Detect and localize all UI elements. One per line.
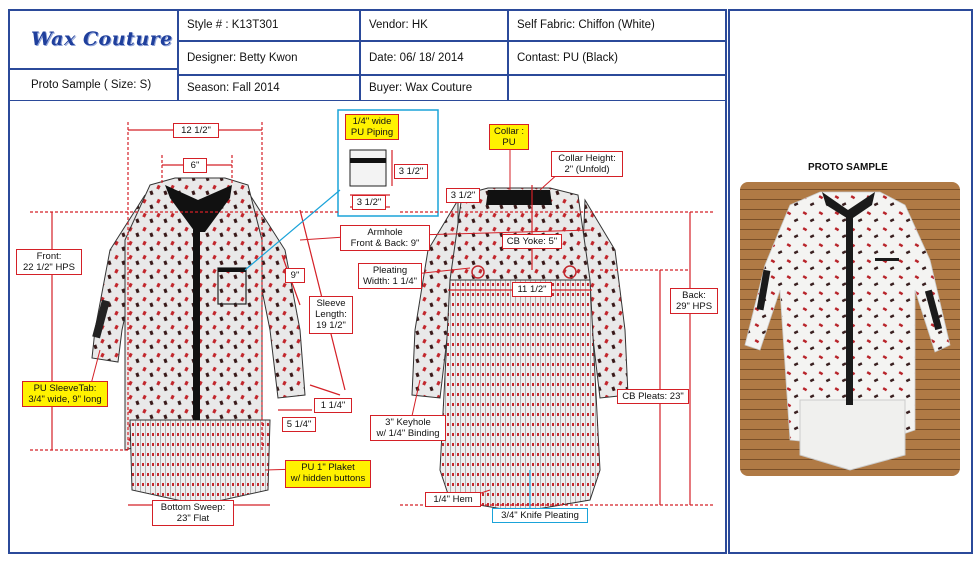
pleating-width-callout: Pleating Width: 1 1/4" bbox=[358, 263, 422, 289]
front-length-callout: Front: 22 1/2" HPS bbox=[16, 249, 82, 275]
cb-yoke-callout: CB Yoke: 5" bbox=[502, 234, 562, 249]
designer: Designer: Betty Kwon bbox=[178, 41, 360, 75]
front-pleat-panel bbox=[129, 419, 271, 506]
sleeve-tab bbox=[92, 299, 110, 339]
shoulder-callout: 3 1/2" bbox=[446, 188, 480, 203]
placket-callout: PU 1" Plaket w/ hidden buttons bbox=[285, 460, 371, 488]
armhole-callout: Armhole Front & Back: 9" bbox=[340, 225, 430, 251]
bottom-sweep-callout: Bottom Sweep: 23" Flat bbox=[152, 500, 234, 526]
back-sketch bbox=[411, 187, 629, 513]
self-fabric: Self Fabric: Chiffon (White) bbox=[508, 9, 727, 41]
proto-sample-size: Proto Sample ( Size: S) bbox=[8, 69, 178, 101]
back-width-callout: 11 1/2" bbox=[512, 282, 552, 297]
contrast-fabric: Contast: PU (Black) bbox=[508, 41, 727, 75]
knife-pleating-callout: 3/4" Knife Pleating bbox=[492, 508, 588, 523]
collar-callout: Collar : PU bbox=[489, 124, 529, 150]
piping-callout: 1/4" wide PU Piping bbox=[345, 114, 399, 140]
brand-logo: Wax Couture bbox=[8, 9, 178, 69]
piping-side-dim: 3 1/2" bbox=[394, 164, 428, 179]
tech-sheet-frame bbox=[8, 9, 727, 554]
front-neck-callout: 6" bbox=[183, 158, 207, 173]
hem-callout: 1/4" Hem bbox=[425, 492, 481, 507]
sleeve-length-callout: Sleeve Length: 19 1/2" bbox=[309, 296, 353, 334]
back-collar bbox=[486, 190, 552, 205]
photo-panel-frame bbox=[728, 9, 973, 554]
front-armhole-callout: 9" bbox=[285, 268, 305, 283]
cuff-height-callout: 1 1/4" bbox=[314, 398, 352, 413]
buyer: Buyer: Wax Couture bbox=[360, 75, 508, 101]
front-placket bbox=[193, 205, 200, 420]
vendor: Vendor: HK bbox=[360, 9, 508, 41]
cb-pleats-callout: CB Pleats: 23" bbox=[617, 389, 689, 404]
keyhole-callout: 3" Keyhole w/ 1/4" Binding bbox=[370, 415, 446, 441]
date: Date: 06/ 18/ 2014 bbox=[360, 41, 508, 75]
front-width-callout: 12 1/2" bbox=[173, 123, 219, 138]
back-length-callout: Back: 29" HPS bbox=[670, 288, 718, 314]
style-number: Style # : K13T301 bbox=[178, 9, 360, 41]
back-pleats bbox=[439, 279, 601, 513]
front-sketch bbox=[91, 177, 306, 506]
photo-title: PROTO SAMPLE bbox=[808, 162, 888, 173]
piping-bottom-dim: 3 1/2" bbox=[352, 195, 386, 210]
collar-height-callout: Collar Height: 2" (Unfold) bbox=[551, 151, 623, 177]
cuff-width-callout: 5 1/4" bbox=[282, 417, 316, 432]
header-empty-cell bbox=[508, 75, 727, 101]
sleeve-tab-callout: PU SleeveTab: 3/4" wide, 9" long bbox=[22, 381, 108, 407]
season: Season: Fall 2014 bbox=[178, 75, 360, 101]
